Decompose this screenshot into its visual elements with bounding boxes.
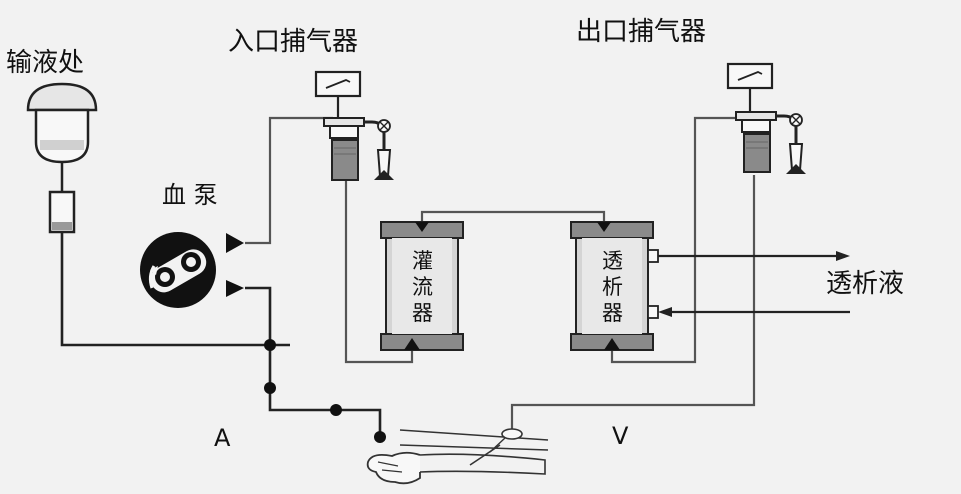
perfuser-column <box>380 221 464 351</box>
label-infusion: 输液处 <box>6 48 84 78</box>
label-blood-pump: 血 泵 <box>162 181 218 209</box>
outlet-bubble-trap-icon <box>726 62 806 174</box>
infusion-bag-icon <box>26 82 98 234</box>
dialyzer-to-outlet-trap-line <box>610 116 742 364</box>
clamp-dot <box>330 404 342 416</box>
label-dialyzer-char: 器 <box>602 301 623 325</box>
label-arterial: A <box>214 424 231 452</box>
label-dialyzer-char: 析 <box>602 275 623 299</box>
arterial-line <box>245 286 382 437</box>
dialysate-in-arrow-icon <box>658 307 850 317</box>
infusion-line <box>60 232 290 347</box>
label-inlet-bubble-trap: 入口捕气器 <box>228 27 358 57</box>
label-dialysate: 透析液 <box>826 269 904 299</box>
blood-pump-icon <box>140 232 216 308</box>
patient-arm-icon <box>366 428 549 485</box>
venous-return-line <box>510 175 756 430</box>
inlet-trap-to-perfuser-line <box>344 180 414 364</box>
label-perfuser-char: 灌 <box>412 249 433 273</box>
inlet-bubble-trap-icon <box>314 70 394 181</box>
label-outlet-bubble-trap: 出口捕气器 <box>576 17 706 47</box>
junction-dot <box>264 339 276 351</box>
label-dialyzer-char: 透 <box>602 249 623 273</box>
label-venous: V <box>612 422 629 450</box>
pump-to-inlet-trap-line <box>245 116 333 245</box>
label-perfuser-char: 流 <box>412 275 433 299</box>
perfuser-to-dialyzer-line <box>420 210 606 222</box>
label-perfuser-char: 器 <box>412 301 433 325</box>
junction-dot <box>264 382 276 394</box>
arterial-needle-dot <box>374 431 386 443</box>
dialysate-out-arrow-icon <box>658 251 850 261</box>
pump-outlet-arrow-icon <box>226 233 244 253</box>
dialyzer-column <box>570 221 659 351</box>
pump-inlet-arrow-icon <box>226 280 244 297</box>
